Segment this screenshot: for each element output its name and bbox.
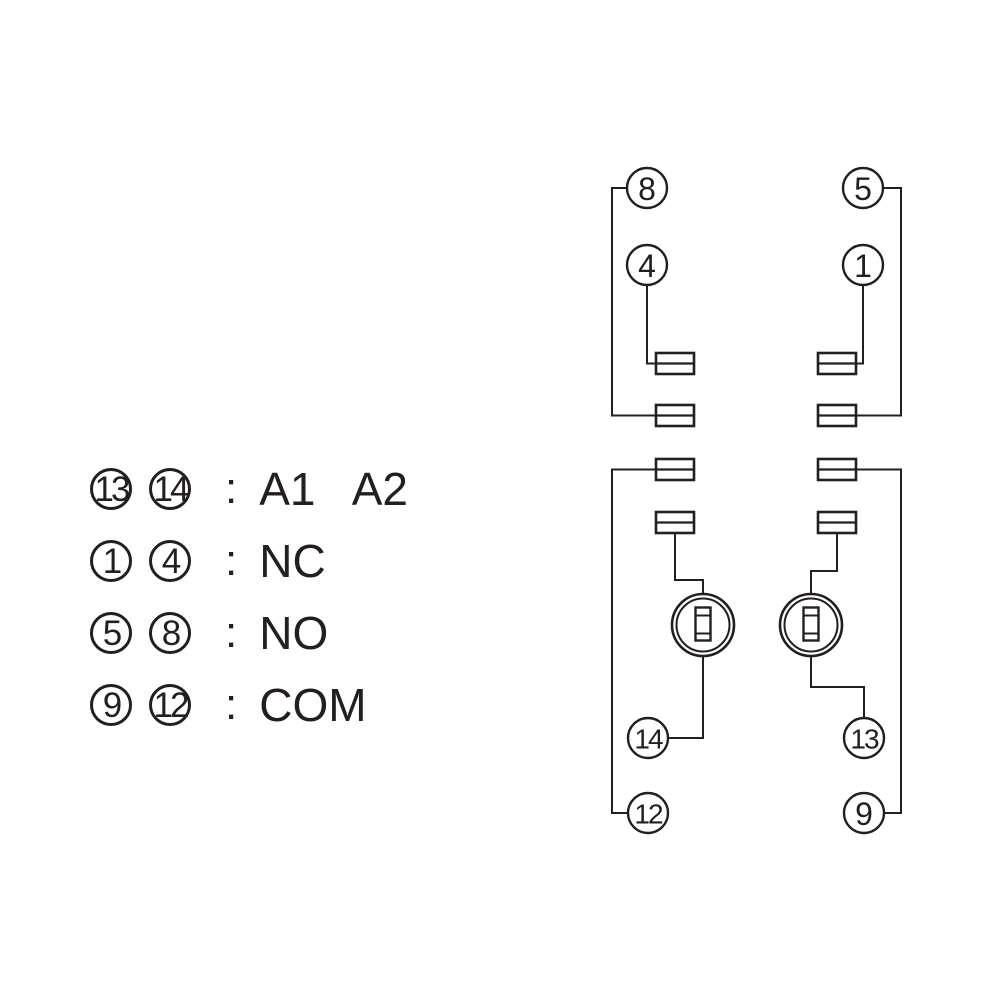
contact-symbol (816, 457, 858, 482)
pin-circle (625, 166, 669, 210)
pin-badge-4: 4 (149, 540, 191, 582)
pin-function-legend: 13 14 : A1 A2 1 4 : NC 5 8 : NO 9 12 : C… (90, 463, 409, 756)
contact-symbol (654, 457, 696, 482)
pin-number-1: 1 (854, 248, 872, 284)
pin-badge-12: 12 (149, 684, 191, 726)
wire-rail-pin9 (856, 468, 902, 814)
legend-row-a1a2: 13 14 : A1 A2 (90, 463, 409, 515)
contact-symbol (816, 351, 858, 376)
wire-contact-coil (674, 533, 704, 594)
wire-pin5-rail (856, 187, 902, 417)
relay-coil-symbol-left (670, 592, 736, 658)
function-label-nc: NC (259, 535, 326, 587)
wire-pin1-contact (856, 285, 864, 365)
pin-terminal-13: 13 (842, 716, 886, 760)
branch-pins-5-1: 5 1 (816, 166, 902, 428)
legend-row-nc: 1 4 : NC (90, 535, 408, 587)
branch-pins-8-4: 8 4 (611, 166, 696, 428)
pin-circle (841, 166, 885, 210)
wire-rail-pin12 (611, 468, 656, 814)
pin-terminal-9: 9 (842, 791, 886, 835)
pin-circle (842, 791, 886, 835)
wire-coil-pin13 (810, 656, 865, 718)
branch-coil-14-12: 14 12 (611, 457, 736, 835)
pin-terminal-1: 1 (841, 243, 885, 287)
pin-badge-1: 1 (90, 540, 132, 582)
pin-badge-5: 5 (90, 612, 132, 654)
pin-number-13: 13 (850, 724, 879, 755)
wire-contact-coil (810, 533, 838, 594)
function-label-no: NO (259, 607, 329, 659)
pin-circle (625, 243, 669, 287)
colon-separator: : (225, 680, 238, 729)
pin-terminal-5: 5 (841, 166, 885, 210)
function-label-a1a2: A1 A2 (259, 463, 409, 515)
legend-row-no: 5 8 : NO (90, 607, 408, 659)
pin-badge-14: 14 (149, 468, 191, 510)
pin-terminal-12: 12 (626, 791, 670, 835)
pin-number-8: 8 (638, 171, 656, 207)
pin-circle (841, 243, 885, 287)
pin-badge-13: 13 (90, 468, 132, 510)
colon-separator: : (225, 536, 238, 585)
wire-pin8-rail (611, 187, 656, 417)
relay-coil-symbol-right (778, 592, 844, 658)
pin-terminal-14: 14 (626, 716, 670, 760)
pin-circle (626, 716, 670, 760)
pin-terminal-4: 4 (625, 243, 669, 287)
pin-number-4: 4 (638, 248, 656, 284)
wire-coil-pin14 (668, 656, 704, 739)
pin-badge-8: 8 (149, 612, 191, 654)
contact-symbol (816, 510, 858, 535)
contact-symbol (654, 403, 696, 428)
pin-circle (842, 716, 886, 760)
pin-badge-9: 9 (90, 684, 132, 726)
pin-circle (626, 791, 670, 835)
branch-coil-13-9: 13 9 (778, 457, 902, 835)
pin-terminal-8: 8 (625, 166, 669, 210)
contact-symbol (816, 403, 858, 428)
pin-number-9: 9 (855, 796, 873, 832)
contact-symbol (654, 351, 696, 376)
pin-number-12: 12 (634, 799, 663, 830)
function-label-com: COM (259, 679, 367, 731)
colon-separator: : (225, 464, 238, 513)
pin-number-5: 5 (854, 171, 872, 207)
pin-number-14: 14 (634, 724, 663, 755)
contact-symbol (654, 510, 696, 535)
legend-row-com: 9 12 : COM (90, 679, 408, 731)
wire-pin4-contact (646, 285, 656, 365)
colon-separator: : (225, 608, 238, 657)
